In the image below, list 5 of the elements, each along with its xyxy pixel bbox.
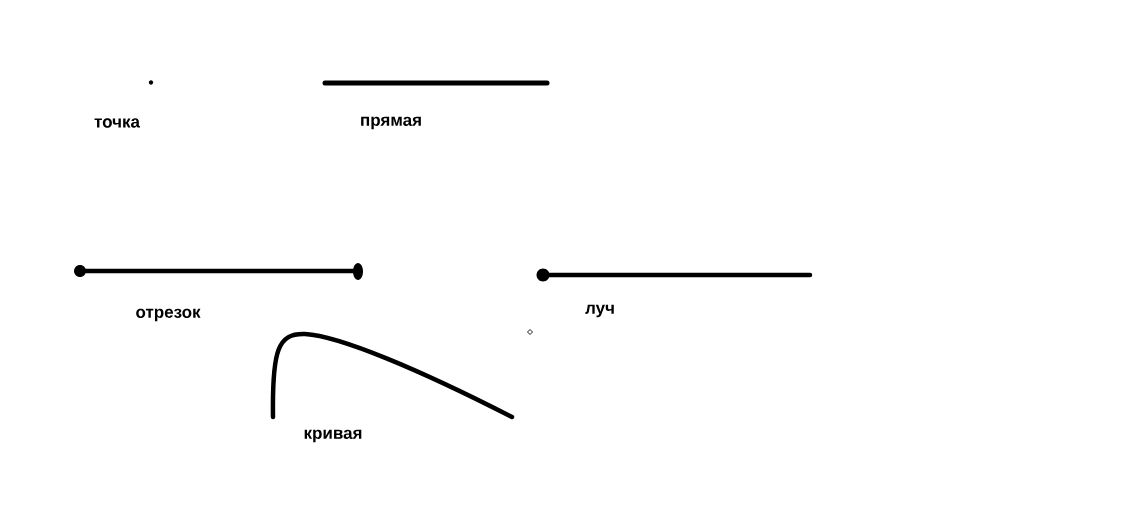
figure-label: точка: [94, 118, 141, 128]
figure-label: прямая: [361, 116, 421, 130]
figure-label: отрезок: [136, 308, 201, 322]
figure-label: луч: [585, 304, 614, 318]
figure-label: кривая: [304, 429, 362, 443]
